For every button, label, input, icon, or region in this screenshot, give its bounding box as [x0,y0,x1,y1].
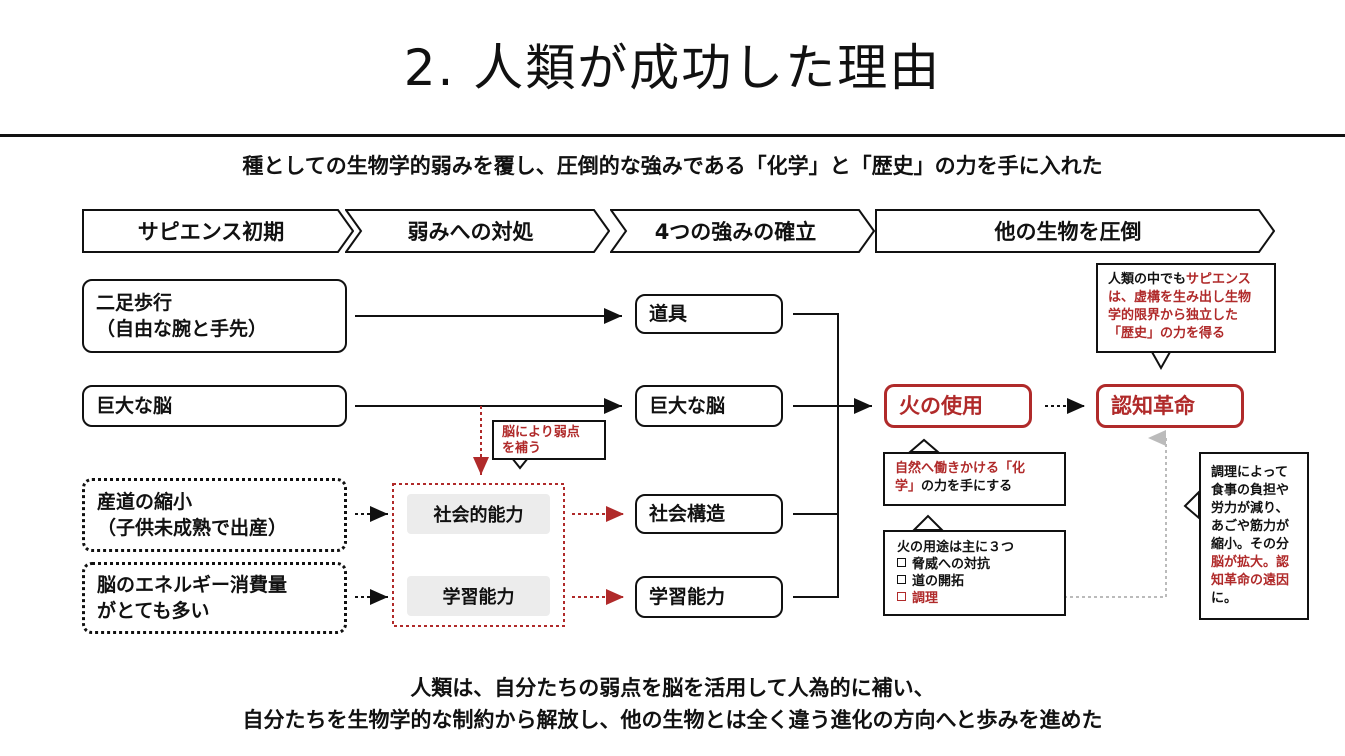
phase-early-sapiens: サピエンス初期 [82,209,354,253]
strength-social-structure: 社会構造 [635,494,783,534]
fire-chemistry-callout: 自然へ働きかける「化 学」の力を手にする [883,452,1066,506]
strength-large-brain: 巨大な脳 [635,385,783,427]
sapiens-history-callout: 人類の中でもサピエンス は、虚構を生み出し生物 学的限界から独立した 「歴史」の… [1096,263,1276,353]
fire-use-item: 脅威への対抗 [897,556,1052,573]
page-title: 2. 人類が成功した理由 [403,39,942,97]
box-narrow-birth-canal: 産道の縮小 （子供未成熟で出産） [82,478,347,552]
phase-dominate: 他の生物を圧倒 [875,209,1275,253]
box-bipedal: 二足歩行 （自由な腕と手先） [82,279,347,353]
subtitle: 種としての生物学的弱みを覆し、圧倒的な強みである「化学」と「歴史」の力を手に入れ… [242,154,1103,178]
sapiens-callout-tail [1150,351,1172,371]
learning-ability: 学習能力 [407,576,550,616]
conclusion-line-1: 人類は、自分たちの弱点を脳を活用して人為的に補い、 [410,676,935,700]
box-brain-energy: 脳のエネルギー消費量 がとても多い [82,562,347,634]
title-divider [0,134,1345,137]
coping-group [392,483,565,627]
fire-callout-tail [907,438,941,453]
strengths-bracket [793,313,839,598]
brain-compensates-callout: 脳により弱点 を補う [492,420,606,460]
fire-use-item: 調理 [897,590,1052,607]
fire-use: 火の使用 [884,384,1032,428]
strength-learning: 学習能力 [635,576,783,618]
conclusion-line-2: 自分たちを生物学的な制約から解放し、他の生物とは全く違う進化の方向へと歩みを進め… [242,708,1103,732]
cooking-callout-tail [1183,489,1200,521]
fire-uses-list: 火の用途は主に３つ 脅威への対抗 道の開拓 調理 [883,530,1066,616]
checkbox-icon [897,575,906,584]
social-ability: 社会的能力 [407,494,550,534]
phase-coping: 弱みへの対処 [345,209,610,253]
checkbox-icon [897,558,906,567]
fire-use-item: 道の開拓 [897,573,1052,590]
uses-callout-tail [911,514,945,531]
box-large-brain: 巨大な脳 [82,385,347,427]
checkbox-icon [897,592,906,601]
cognitive-revolution: 認知革命 [1096,384,1244,428]
phase-strengths: 4つの強みの確立 [610,209,875,253]
strength-tools: 道具 [635,294,783,334]
cooking-note: 調理によって 食事の負担や 労力が減り、 あごや筋力が 縮小。その分 脳が拡大。… [1199,452,1309,620]
